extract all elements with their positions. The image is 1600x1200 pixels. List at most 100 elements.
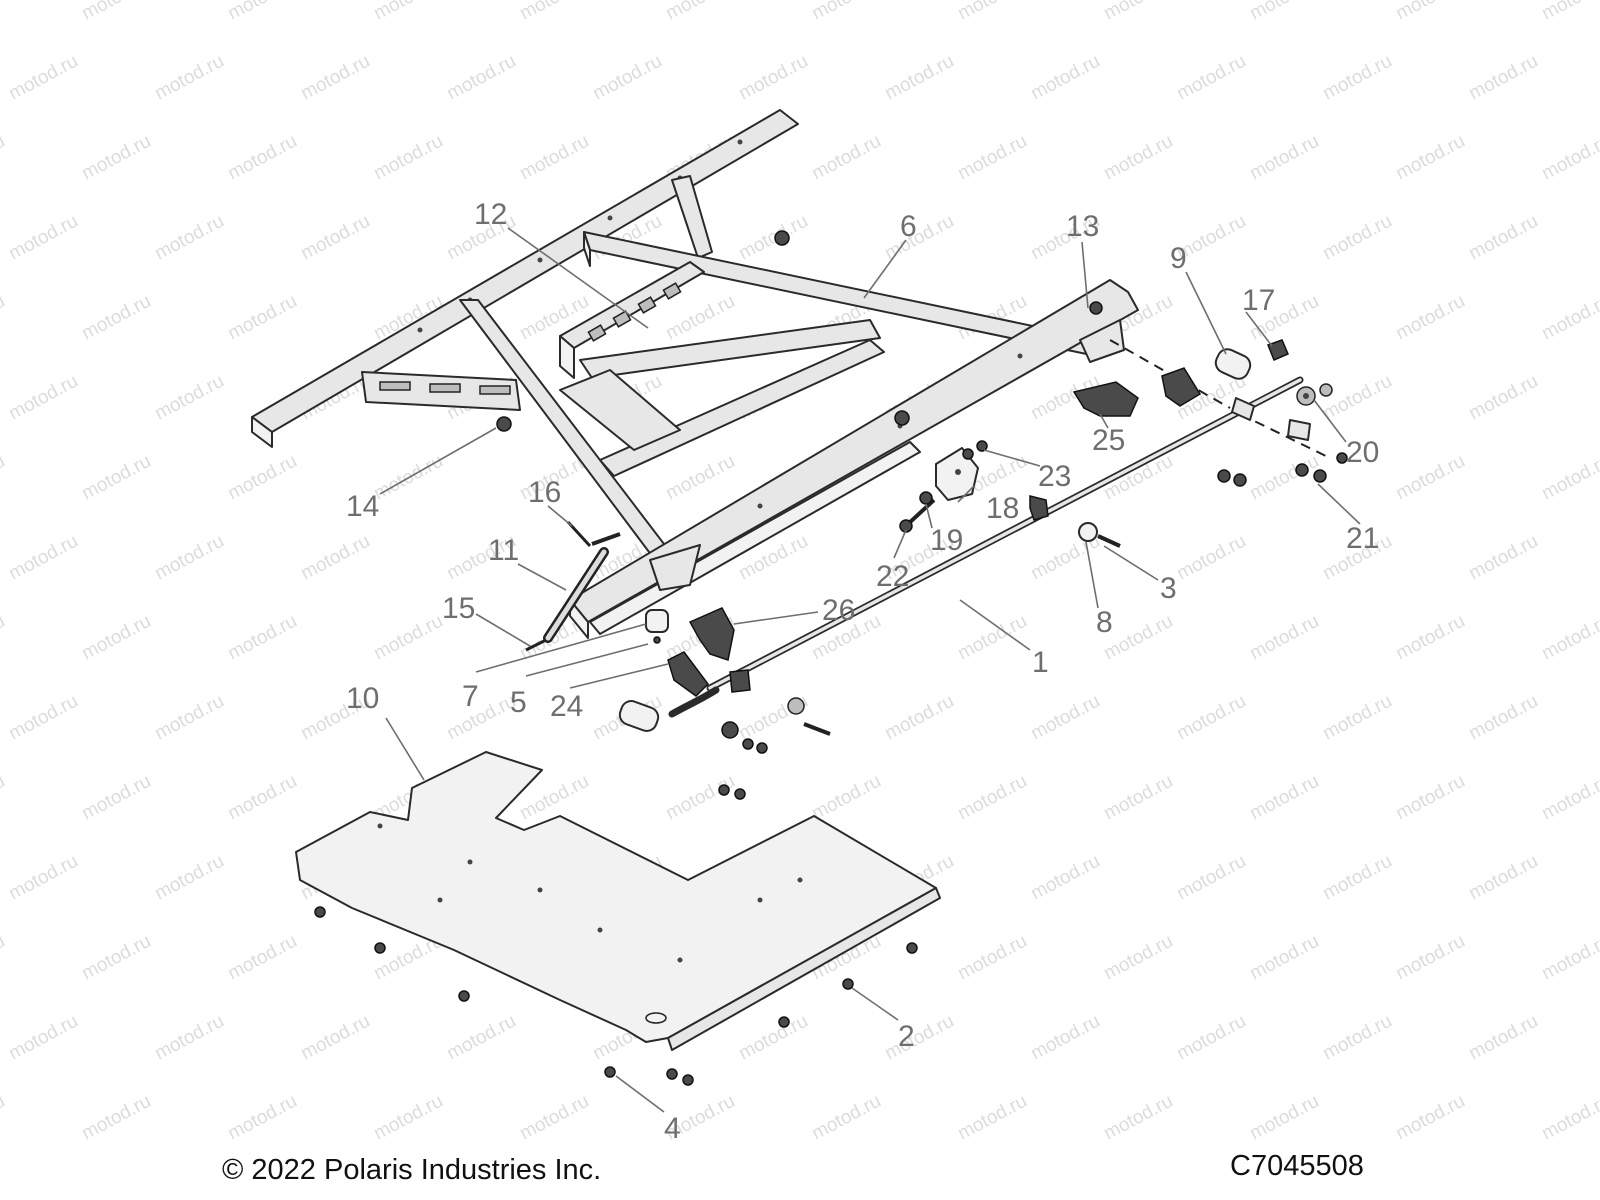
watermark-text: motod.ru xyxy=(224,931,300,985)
watermark-text: motod.ru xyxy=(1319,211,1395,265)
watermark-text: motod.ru xyxy=(0,1091,9,1145)
watermark-text: motod.ru xyxy=(0,291,9,345)
watermark-text: motod.ru xyxy=(1392,771,1468,825)
drawing-number: C7045508 xyxy=(1230,1150,1364,1182)
watermark-text: motod.ru xyxy=(1392,931,1468,985)
watermark-text: motod.ru xyxy=(1319,1011,1395,1065)
watermark-text: motod.ru xyxy=(5,1011,81,1065)
watermark-text: motod.ru xyxy=(78,771,154,825)
watermark-text: motod.ru xyxy=(1465,211,1541,265)
skid-plate xyxy=(295,751,941,1086)
callout-16: 16 xyxy=(528,476,561,509)
torsion-rod xyxy=(668,339,1331,718)
watermark-text: motod.ru xyxy=(370,611,446,665)
watermark-text: motod.ru xyxy=(151,51,227,105)
callout-14: 14 xyxy=(346,490,379,523)
callout-1: 1 xyxy=(1032,646,1049,679)
callout-18: 18 xyxy=(986,492,1019,525)
watermark-text: motod.ru xyxy=(297,1011,373,1065)
watermark-text: motod.ru xyxy=(78,451,154,505)
watermark-text: motod.ru xyxy=(954,131,1030,185)
watermark-text: motod.ru xyxy=(1027,691,1103,745)
watermark-text: motod.ru xyxy=(1392,451,1468,505)
callout-11: 11 xyxy=(488,534,519,567)
hardware xyxy=(496,230,1348,800)
callout-13: 13 xyxy=(1066,210,1099,243)
watermark-text: motod.ru xyxy=(808,131,884,185)
watermark-text: motod.ru xyxy=(516,131,592,185)
watermark-text: motod.ru xyxy=(1246,611,1322,665)
watermark-text: motod.ru xyxy=(1538,931,1600,985)
watermark-text: motod.ru xyxy=(370,131,446,185)
callout-19: 19 xyxy=(930,524,963,557)
callout-12: 12 xyxy=(474,198,507,231)
callout-22: 22 xyxy=(876,560,909,593)
watermark-text: motod.ru xyxy=(1538,771,1600,825)
watermark-text: motod.ru xyxy=(0,771,9,825)
watermark-text: motod.ru xyxy=(1246,0,1322,24)
callout-25: 25 xyxy=(1092,424,1125,457)
watermark-text: motod.ru xyxy=(881,211,957,265)
leader-lines xyxy=(379,227,1361,1113)
watermark-text: motod.ru xyxy=(1319,51,1395,105)
watermark-text: motod.ru xyxy=(1173,531,1249,585)
watermark-text: motod.ru xyxy=(1538,451,1600,505)
watermark-text: motod.ru xyxy=(954,931,1030,985)
watermark-text: motod.ru xyxy=(1100,131,1176,185)
watermark-text: motod.ru xyxy=(5,371,81,425)
watermark-text: motod.ru xyxy=(224,771,300,825)
watermark-text: motod.ru xyxy=(1246,131,1322,185)
callout-3: 3 xyxy=(1160,572,1177,605)
watermark-text: motod.ru xyxy=(1246,1091,1322,1145)
watermark-text: motod.ru xyxy=(224,451,300,505)
watermark-text: motod.ru xyxy=(0,931,9,985)
watermark-text: motod.ru xyxy=(224,611,300,665)
watermark-text: motod.ru xyxy=(443,691,519,745)
watermark-text: motod.ru xyxy=(1465,691,1541,745)
callout-2: 2 xyxy=(898,1020,915,1053)
watermark-text: motod.ru xyxy=(881,691,957,745)
watermark-text: motod.ru xyxy=(516,1091,592,1145)
watermark-text: motod.ru xyxy=(1465,1011,1541,1065)
watermark-text: motod.ru xyxy=(881,1011,957,1065)
watermark-text: motod.ru xyxy=(808,1091,884,1145)
watermark-text: motod.ru xyxy=(1392,1091,1468,1145)
watermark-text: motod.ru xyxy=(1100,931,1176,985)
watermark-text: motod.ru xyxy=(443,1011,519,1065)
watermark-text: motod.ru xyxy=(5,531,81,585)
cab-frame xyxy=(251,109,1139,639)
watermark-text: motod.ru xyxy=(735,51,811,105)
watermark-text: motod.ru xyxy=(78,931,154,985)
watermark-text: motod.ru xyxy=(5,211,81,265)
watermark-text: motod.ru xyxy=(954,771,1030,825)
watermark-text: motod.ru xyxy=(151,851,227,905)
watermark-text: motod.ru xyxy=(1538,291,1600,345)
watermark-text: motod.ru xyxy=(443,51,519,105)
watermark-text: motod.ru xyxy=(808,771,884,825)
watermark-text: motod.ru xyxy=(881,51,957,105)
watermark-text: motod.ru xyxy=(1392,611,1468,665)
watermark-text: motod.ru xyxy=(0,451,9,505)
callout-4: 4 xyxy=(664,1112,681,1145)
watermark-text: motod.ru xyxy=(662,0,738,24)
watermark-text: motod.ru xyxy=(151,211,227,265)
watermark-text: motod.ru xyxy=(1027,851,1103,905)
watermark-text: motod.ru xyxy=(1246,931,1322,985)
watermark-text: motod.ru xyxy=(1100,771,1176,825)
watermark-text: motod.ru xyxy=(370,1091,446,1145)
watermark-text: motod.ru xyxy=(5,691,81,745)
callout-20: 20 xyxy=(1346,436,1379,469)
watermark-text: motod.ru xyxy=(735,1011,811,1065)
watermark-text: motod.ru xyxy=(1100,1091,1176,1145)
watermark-text: motod.ru xyxy=(1100,0,1176,24)
watermark-text: motod.ru xyxy=(1392,291,1468,345)
watermark-text: motod.ru xyxy=(151,531,227,585)
watermark-text: motod.ru xyxy=(1173,51,1249,105)
watermark-text: motod.ru xyxy=(5,51,81,105)
copyright-notice: © 2022 Polaris Industries Inc. xyxy=(222,1154,602,1186)
callout-15: 15 xyxy=(442,592,475,625)
watermark-text: motod.ru xyxy=(735,211,811,265)
callout-10: 10 xyxy=(346,682,379,715)
watermark-text: motod.ru xyxy=(78,0,154,24)
